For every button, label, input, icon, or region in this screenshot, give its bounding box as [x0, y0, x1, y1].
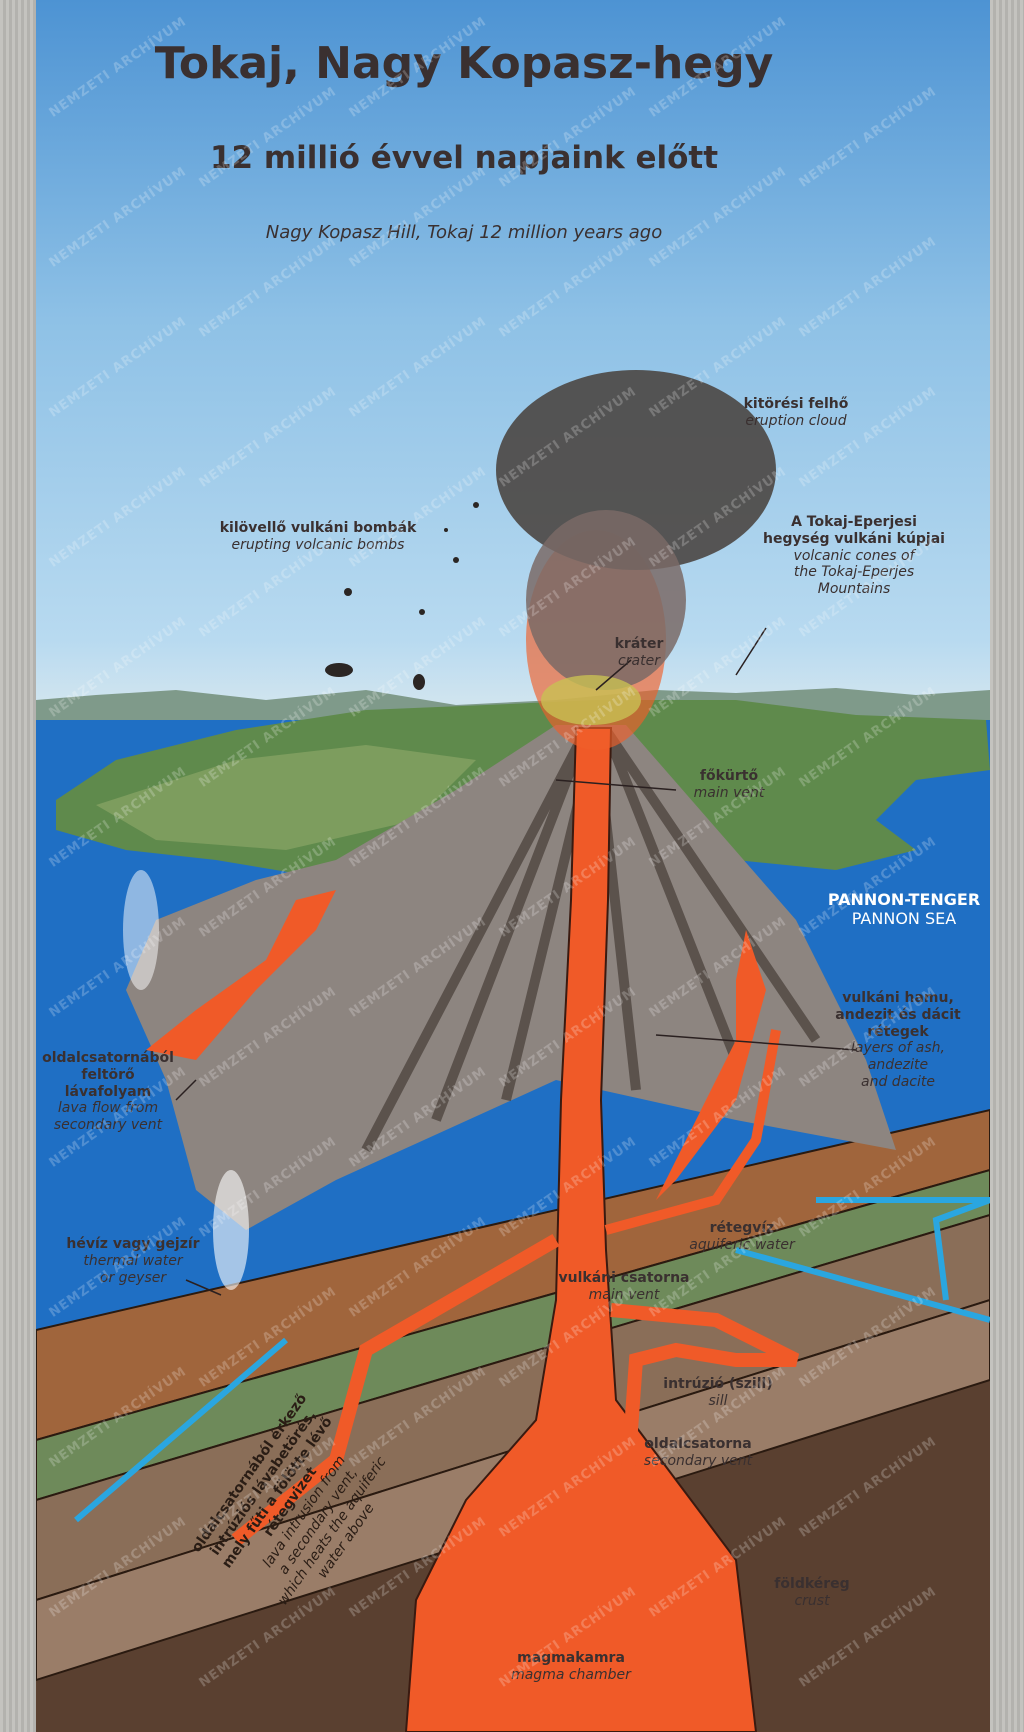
- volcano-poster: Tokaj, Nagy Kopasz-hegy 12 millió évvel …: [36, 0, 990, 1732]
- poster-subtitle: 12 millió évvel napjaink előtt: [209, 140, 719, 176]
- label-hu: vulkáni csatorna: [558, 1270, 690, 1286]
- label-en: main vent: [693, 784, 765, 801]
- label-hu: A Tokaj-Eperjesi: [791, 514, 917, 530]
- aquifer-water: [74, 1197, 990, 1523]
- label-en: magma chamber: [511, 1666, 631, 1683]
- label-en: andezite: [867, 1057, 929, 1074]
- label-en: thermal water: [83, 1252, 183, 1269]
- volcanic-bombs: [325, 502, 479, 690]
- label-hu: főkürtő: [699, 768, 759, 784]
- label-hu: magmakamra: [517, 1650, 625, 1666]
- land-highlight: [96, 745, 476, 850]
- label-en: the Tokaj-Eperjes: [793, 564, 915, 581]
- pointer-lines: [175, 627, 857, 1296]
- side-lava-flow: [146, 890, 336, 1060]
- label-en: eruption cloud: [745, 412, 847, 429]
- label-hu: oldalcsatornából: [42, 1050, 174, 1066]
- label-en: main vent: [588, 1286, 660, 1303]
- label-hu: rétegek: [867, 1023, 929, 1040]
- label-hu: vulkáni hamu,: [842, 990, 954, 1006]
- label-en: and dacite: [861, 1073, 935, 1090]
- label-en: secondary vent: [643, 1452, 753, 1469]
- label-hu: intrúzió (szill): [663, 1376, 773, 1392]
- hot-spring-steam: [123, 870, 159, 990]
- label-hu: földkéreg: [774, 1576, 850, 1592]
- geyser-steam: [213, 1170, 249, 1290]
- eruption-cloud: [496, 370, 776, 570]
- label-en: lava flow from: [57, 1100, 159, 1117]
- label-en: Mountains: [817, 581, 891, 598]
- main-vent: [404, 727, 758, 1732]
- label-hu: kráter: [614, 636, 664, 652]
- label-sill: intrúzió (szill)sill: [663, 1376, 772, 1410]
- poster-title: Tokaj, Nagy Kopasz-hegy: [154, 38, 774, 89]
- label-hu: rétegvíz: [709, 1220, 775, 1236]
- label-en: aquiferic water: [689, 1236, 795, 1253]
- cone-strata: [361, 727, 821, 1153]
- lava-intrusion: [231, 1233, 560, 1546]
- lava-dyke: [604, 1029, 781, 1235]
- label-hu: kilövellő vulkáni bombák: [219, 520, 417, 536]
- wall-right: [990, 0, 1024, 1732]
- label-hu: lávafolyam: [64, 1083, 152, 1100]
- label-en: crater: [618, 652, 660, 669]
- right-lava-flow: [656, 930, 766, 1200]
- label-hu: PANNON-TENGER: [827, 890, 981, 909]
- label-en: layers of ash,: [850, 1040, 945, 1057]
- label-hu: kitörési felhő: [743, 396, 849, 412]
- eruption-cloud-lower: [526, 510, 686, 690]
- sill: [610, 1303, 800, 1501]
- volcano-cone: [126, 725, 896, 1230]
- label-en: sill: [708, 1392, 728, 1409]
- label-en: PANNON SEA: [851, 909, 957, 929]
- crater-ash: [541, 675, 641, 725]
- label-hu: feltörő: [81, 1066, 135, 1083]
- label-en: erupting volcanic bombs: [231, 536, 405, 553]
- label-hu: andezit és dácit: [835, 1006, 961, 1023]
- label-en: or geyser: [99, 1269, 167, 1286]
- label-en: crust: [794, 1592, 830, 1609]
- label-hu: oldalcsatorna: [644, 1436, 752, 1452]
- label-en: secondary vent: [53, 1117, 163, 1134]
- label-hu: hévíz vagy gejzír: [66, 1236, 200, 1252]
- wall-left: [0, 0, 36, 1732]
- volcano-cross-section: [36, 370, 990, 1732]
- label-hu: hegység vulkáni kúpjai: [763, 530, 945, 547]
- poster-subtitle-en: Nagy Kopasz Hill, Tokaj 12 million years…: [265, 222, 663, 243]
- label-en: volcanic cones of: [793, 547, 915, 564]
